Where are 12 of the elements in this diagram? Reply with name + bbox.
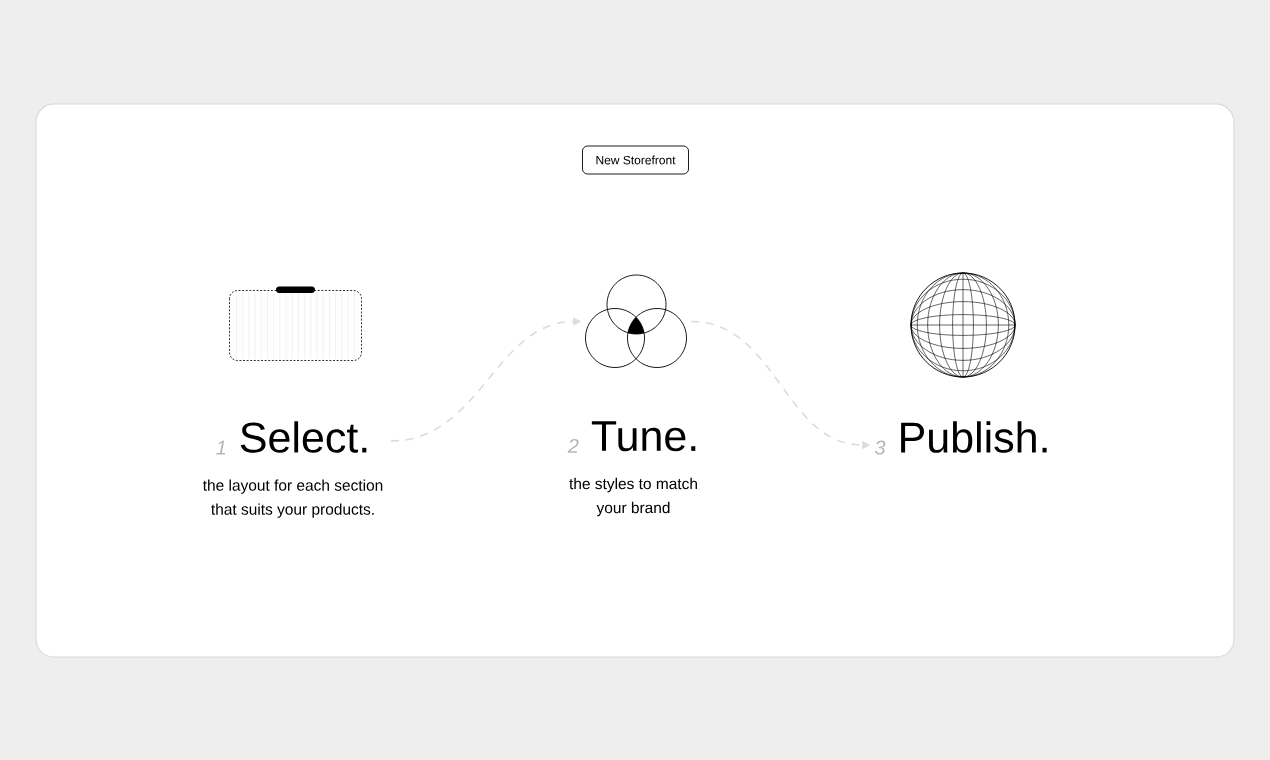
layout-icon <box>229 286 362 361</box>
step-description: the styles to match your brand <box>569 477 697 517</box>
title-badge: New Storefront <box>582 145 689 175</box>
step-heading: Tune. <box>591 421 696 452</box>
step-number: 3 <box>874 440 886 455</box>
globe-icon <box>910 272 1016 378</box>
step-heading: Select. <box>240 421 367 453</box>
step-description: the layout for each section that suits your products. <box>202 479 383 518</box>
step-number: 2 <box>567 438 579 453</box>
step-number: 1 <box>216 440 226 455</box>
step-heading: Publish. <box>901 421 1047 453</box>
venn-icon <box>585 274 687 368</box>
